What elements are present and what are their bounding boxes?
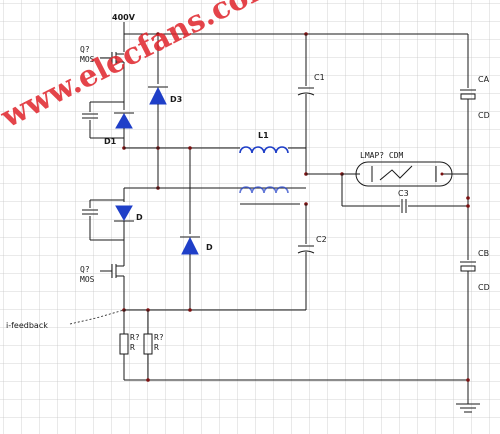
capacitor-c3 bbox=[341, 174, 470, 213]
c3-label: C3 bbox=[398, 189, 409, 198]
q-top-type-label: MOS bbox=[80, 55, 95, 64]
lamp bbox=[306, 161, 468, 187]
cb-label: CB bbox=[478, 249, 489, 258]
ca-type-label: CD bbox=[478, 111, 490, 120]
capacitor-c1 bbox=[297, 34, 315, 176]
mosfet-bottom bbox=[100, 262, 126, 312]
ca-label: CA bbox=[478, 75, 490, 84]
ground-symbol bbox=[456, 398, 480, 413]
d1-label: D1 bbox=[104, 137, 117, 146]
lamp-label: LMAP? CDM bbox=[360, 151, 404, 160]
capacitor-cb bbox=[460, 261, 476, 282]
capacitor-ca bbox=[460, 89, 476, 200]
i-feedback-line bbox=[69, 309, 125, 325]
r1-type-label: R bbox=[130, 343, 135, 352]
inductor-l1 bbox=[124, 146, 306, 154]
q-bot-type-label: MOS bbox=[80, 275, 95, 284]
capacitor-c2 bbox=[297, 204, 315, 310]
r1-label: R? bbox=[130, 333, 140, 342]
i-feedback-label: i-feedback bbox=[6, 321, 48, 330]
q-top-label: Q? bbox=[80, 45, 90, 54]
d-low-label: D bbox=[206, 243, 213, 252]
diode-d-mid bbox=[82, 188, 134, 262]
d3-label: D3 bbox=[170, 95, 182, 104]
l1-label: L1 bbox=[258, 131, 269, 140]
q-bot-label: Q? bbox=[80, 265, 90, 274]
cb-type-label: CD bbox=[478, 283, 490, 292]
supply-label: 400V bbox=[112, 13, 136, 22]
diode-d-low bbox=[180, 146, 200, 310]
d-mid-label: D bbox=[136, 213, 143, 222]
r2-type-label: R bbox=[154, 343, 159, 352]
lower-coupling bbox=[124, 186, 308, 206]
c2-label: C2 bbox=[316, 235, 327, 244]
r2-label: R? bbox=[154, 333, 164, 342]
diode-d1 bbox=[82, 74, 134, 150]
sense-resistors bbox=[119, 308, 470, 382]
c1-label: C1 bbox=[314, 73, 325, 82]
supply-rail bbox=[123, 22, 469, 398]
mosfet-top bbox=[100, 34, 125, 74]
